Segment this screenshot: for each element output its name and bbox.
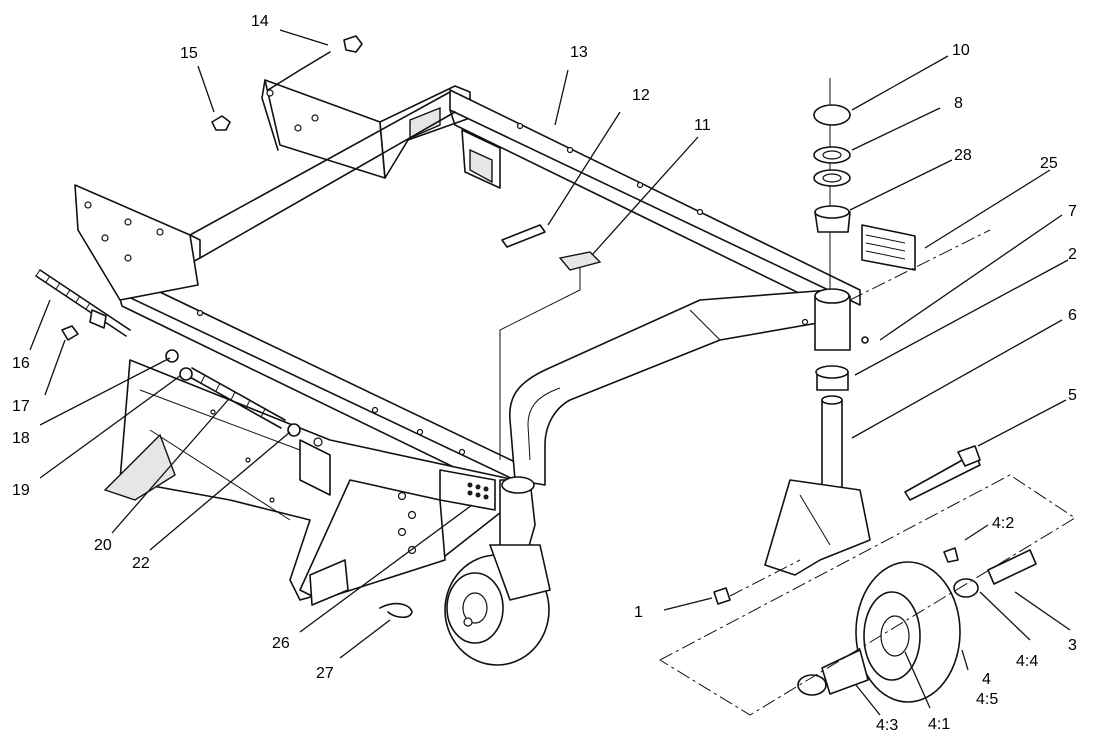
pin-12 [501,224,546,248]
callout-10: 10 [952,42,970,59]
callout-13: 13 [570,44,588,61]
threaded-rod-assembly [35,269,301,437]
callout-4-3: 4:3 [876,717,898,734]
callout-3: 3 [1068,637,1077,654]
caster-arm [509,289,836,486]
callout-20: 20 [94,537,112,554]
assembly-lines [658,229,1076,716]
callout-22: 22 [132,555,150,572]
left-side-plate [74,184,199,301]
callout-11: 11 [694,117,711,134]
callout-4-5: 4:5 [976,691,998,708]
callout-4-2: 4:2 [992,515,1014,532]
nut-17 [61,325,79,341]
callout-26: 26 [272,635,290,652]
callout-4-1: 4:1 [928,716,950,733]
callout-1: 1 [634,604,643,621]
callout-14: 14 [251,13,269,30]
callout-17: 17 [12,398,30,415]
front-hitch-bracket [299,479,446,606]
callout-15: 15 [180,45,198,62]
rear-mount-bracket [261,79,471,179]
spacer-3 [987,549,1037,585]
right-wheel-assembly [713,445,1037,703]
callout-8: 8 [954,95,963,112]
callout-18: 18 [12,430,30,447]
callout-labels: 14 15 13 12 11 10 8 28 25 7 2 6 5 4:2 3 … [12,13,1077,734]
callout-19: 19 [12,482,30,499]
left-caster-wheel [444,476,551,666]
bolt-5 [904,452,981,501]
spacer-4-3 [821,649,869,695]
callout-4-4: 4:4 [1016,653,1038,670]
nut-15 [211,115,231,131]
nut-1 [713,587,731,605]
callout-7: 7 [1068,203,1077,220]
callout-12: 12 [632,87,650,104]
bolt-14 [343,35,363,53]
callout-5: 5 [1068,387,1077,404]
callout-2: 2 [1068,246,1077,263]
callout-25: 25 [1040,155,1058,172]
hardware-items [61,35,602,460]
decal-26 [439,469,496,511]
leader-lines [29,29,1071,716]
hairpin-27 [379,602,413,619]
callout-16: 16 [12,355,30,372]
callout-4: 4 [982,671,991,688]
fitting-4-2 [943,547,959,563]
callout-6: 6 [1068,307,1077,324]
callout-27: 27 [316,665,334,682]
decal-11 [558,251,602,271]
right-caster-stack [764,78,871,576]
callout-28: 28 [954,147,972,164]
decal-25 [861,224,916,271]
